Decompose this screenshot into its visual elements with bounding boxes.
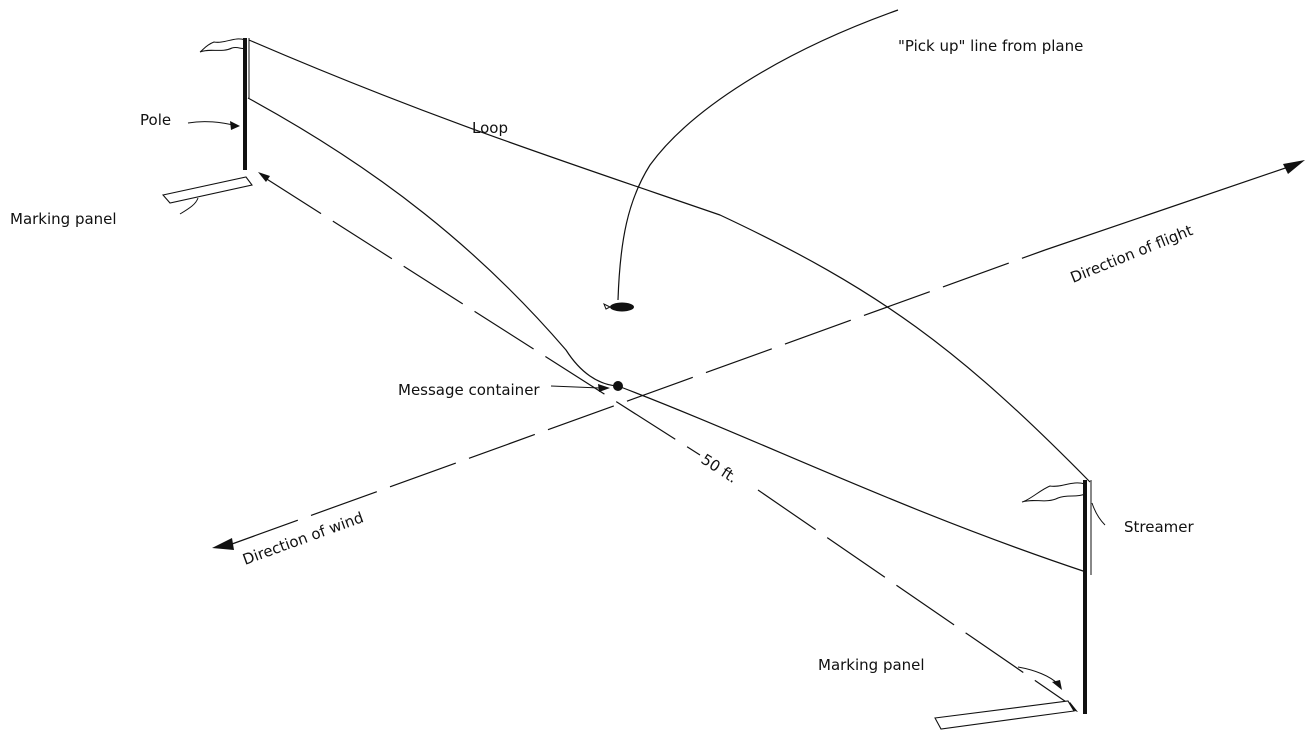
pickup-line <box>617 9 899 301</box>
direction-of-flight-label: Direction of flight <box>1068 221 1196 287</box>
flight-wind-axis <box>231 249 1046 545</box>
marking-panel-left-label: Marking panel <box>10 210 117 228</box>
loop-label: Loop <box>472 119 508 137</box>
pickup-hook <box>603 302 634 312</box>
direction-of-wind-label: Direction of wind <box>240 508 366 568</box>
dimension-arrow-top <box>258 172 270 182</box>
right-pole <box>1021 480 1092 714</box>
marking-panel-left-shape <box>161 176 253 204</box>
right-flag <box>1021 482 1086 503</box>
left-flag <box>199 38 246 53</box>
loop-lower-line <box>247 97 1087 573</box>
flight-arrowhead <box>1283 160 1305 174</box>
message-container-leader <box>550 385 601 389</box>
wind-arrowhead <box>212 538 234 550</box>
marking-panel-right-leader <box>1017 666 1059 685</box>
marking-panel-right-shape <box>934 700 1075 730</box>
left-pole <box>199 38 250 170</box>
streamer-leader <box>1091 502 1106 526</box>
pickup-line-label: "Pick up" line from plane <box>898 37 1083 55</box>
message-container-dot <box>613 381 623 391</box>
message-container-label: Message container <box>398 381 540 399</box>
pole-label: Pole <box>140 111 171 129</box>
marking-panel-left-leader <box>179 197 199 215</box>
loop-upper-line <box>248 39 1091 483</box>
distance-dimension-line <box>261 175 1073 707</box>
distance-label: 50 ft. <box>698 450 741 487</box>
streamer-label: Streamer <box>1124 518 1195 536</box>
flight-axis-end <box>1044 162 1301 251</box>
marking-panel-right-label: Marking panel <box>818 656 925 674</box>
